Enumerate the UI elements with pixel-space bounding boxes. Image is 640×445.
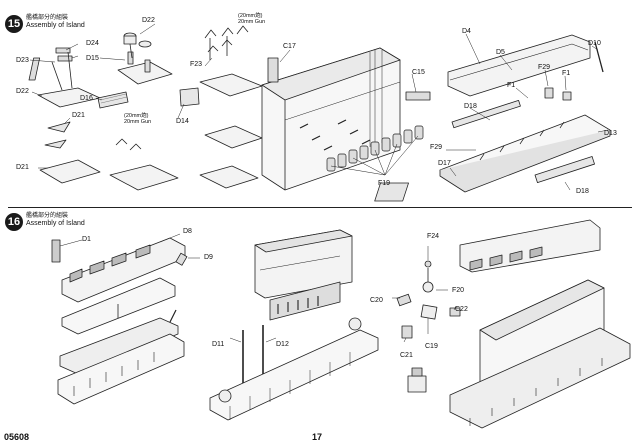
label-d24: D24 bbox=[86, 40, 99, 47]
label-d16: D16 bbox=[80, 95, 93, 102]
deck-d15-assembly bbox=[117, 32, 173, 85]
label-d22-left: D22 bbox=[16, 88, 29, 95]
label-c19: C19 bbox=[425, 343, 438, 350]
label-c21: C21 bbox=[400, 352, 413, 359]
step-15-number: 15 bbox=[5, 15, 23, 33]
right-assembly-step15 bbox=[374, 34, 611, 202]
label-d22-top: D22 bbox=[142, 17, 155, 24]
label-f29-a: F29 bbox=[538, 64, 551, 71]
deck-d22-assembly bbox=[28, 47, 101, 108]
label-d12: D12 bbox=[276, 341, 289, 348]
step-16-number: 16 bbox=[5, 213, 23, 231]
label-d4: D4 bbox=[462, 28, 471, 35]
center-assembly-step16 bbox=[209, 229, 379, 421]
right-assembly-step16 bbox=[396, 219, 631, 429]
label-d21-a: D21 bbox=[72, 112, 85, 119]
step-16-title-en: Assembly of Island bbox=[26, 220, 85, 227]
label-d21-b: D21 bbox=[16, 164, 29, 171]
label-f23: F23 bbox=[190, 61, 203, 68]
note-20mm-gun-b: (20mm炮) 20mm Gun bbox=[124, 113, 151, 125]
label-d15: D15 bbox=[86, 55, 99, 62]
page-number: 17 bbox=[312, 432, 323, 442]
label-d13: D13 bbox=[604, 130, 617, 137]
note-20mm-gun-a-en: 20mm Gun bbox=[238, 19, 266, 25]
label-f24: F24 bbox=[427, 233, 440, 240]
step-divider bbox=[8, 207, 632, 208]
gun-f23-group bbox=[204, 25, 249, 60]
step-15-drawing bbox=[28, 23, 611, 202]
step-15-title-en: Assembly of Island bbox=[26, 22, 85, 29]
step-16-drawing bbox=[51, 219, 631, 429]
note-20mm-gun-a-cn: (20mm炮) bbox=[238, 13, 263, 19]
label-d10: D10 bbox=[588, 40, 601, 47]
step-16-title: 艦橋部分的組裝 Assembly of Island bbox=[26, 212, 85, 228]
label-d11: D11 bbox=[212, 341, 225, 348]
note-20mm-gun-b-en: 20mm Gun bbox=[124, 119, 152, 125]
note-20mm-gun-a: (20mm炮) 20mm Gun bbox=[238, 13, 265, 25]
label-d14: D14 bbox=[176, 118, 189, 125]
label-d9: D9 bbox=[204, 254, 213, 261]
label-d1: D1 bbox=[82, 236, 91, 243]
label-d18-a: D18 bbox=[464, 103, 477, 110]
step-15-title: 艦橋部分的組裝 Assembly of Island bbox=[26, 14, 85, 30]
product-code: 05608 bbox=[4, 432, 30, 442]
portholes-f19 bbox=[326, 125, 424, 176]
label-f1-b: F1 bbox=[507, 82, 516, 89]
label-f1-a: F1 bbox=[562, 70, 571, 77]
label-d17: D17 bbox=[438, 160, 451, 167]
step-15-title-cn: 艦橋部分的組裝 bbox=[26, 15, 69, 21]
label-d5: D5 bbox=[496, 49, 505, 56]
label-c20: C20 bbox=[370, 297, 383, 304]
left-assembly-step16 bbox=[51, 237, 188, 405]
label-c17: C17 bbox=[283, 43, 296, 50]
label-f20: F20 bbox=[452, 287, 465, 294]
label-d23: D23 bbox=[16, 57, 29, 64]
label-d8: D8 bbox=[183, 228, 192, 235]
label-f29-b: F29 bbox=[430, 144, 443, 151]
label-c22: C22 bbox=[455, 306, 468, 313]
step-16-title-cn: 艦橋部分的組裝 bbox=[26, 213, 69, 219]
label-c15: C15 bbox=[412, 69, 425, 76]
label-d18-b: D18 bbox=[576, 188, 589, 195]
note-20mm-gun-b-cn: (20mm炮) bbox=[124, 113, 149, 119]
label-f19: F19 bbox=[378, 180, 391, 187]
